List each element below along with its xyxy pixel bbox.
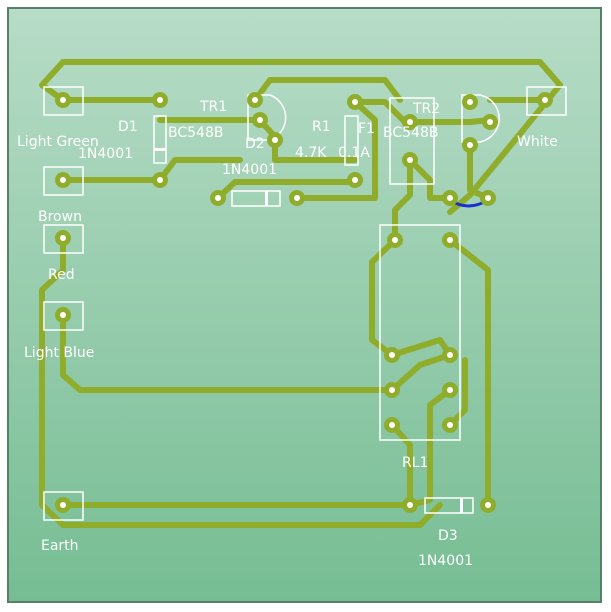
copper-traces [39, 59, 563, 528]
connector-red-outline [43, 224, 84, 254]
pad-hole [389, 352, 395, 358]
trace-relay-top [447, 237, 491, 508]
d2-band [265, 191, 268, 206]
label-d1-ref: D1 [118, 119, 138, 135]
pad-hole [407, 502, 413, 508]
label-light-blue: Light Blue [24, 345, 94, 361]
label-rl1-ref: RL1 [402, 455, 428, 471]
pad-hole [272, 137, 278, 143]
trace-tr2-collector [407, 157, 453, 201]
trace-tr1-mid [257, 117, 358, 163]
label-r1-value: 4.7K [295, 145, 327, 161]
label-tr1-value: BC548B [168, 125, 223, 141]
trace-relay-left [369, 237, 398, 358]
d2-outline [231, 190, 281, 207]
diode-bands [154, 148, 463, 513]
label-tr2-ref: TR2 [412, 101, 440, 117]
pad-hole [352, 99, 358, 105]
pad-hole [294, 195, 300, 201]
pad-hole [60, 502, 66, 508]
trace-red [39, 235, 66, 528]
label-d3-ref: D3 [438, 528, 458, 544]
label-red: Red [48, 267, 75, 283]
label-r1-ref: R1 [312, 119, 331, 135]
pad-hole [485, 195, 491, 201]
pad-hole [389, 422, 395, 428]
label-light-green: Light Green [17, 134, 99, 150]
rl1-outline [379, 224, 461, 441]
silkscreen-outlines [43, 86, 567, 521]
label-f1-ref: F1 [358, 121, 375, 137]
pad-hole [447, 422, 453, 428]
pad-hole [542, 97, 548, 103]
pad-hole [407, 157, 413, 163]
connector-light-blue-outline [43, 301, 84, 331]
pad-hole [60, 235, 66, 241]
label-d2-value: 1N4001 [222, 162, 277, 178]
connector-earth-outline [43, 491, 84, 521]
connector-light-green-outline [43, 86, 84, 116]
label-tr2-value: BC548B [383, 125, 438, 141]
pad-hole [60, 97, 66, 103]
pad-hole [407, 119, 413, 125]
tr2-outline [461, 94, 500, 143]
pad-hole [447, 352, 453, 358]
r1-outline [344, 115, 359, 166]
trace-relay-left-low [389, 422, 413, 508]
d3-band [460, 498, 463, 513]
trace-d2-right [294, 99, 378, 201]
trace-relay-low [407, 387, 453, 508]
label-tr1-ref: TR1 [199, 99, 227, 115]
pad-hole [447, 387, 453, 393]
pad-hole [60, 312, 66, 318]
pad-hole [487, 119, 493, 125]
label-d2-ref: D2 [245, 136, 265, 152]
trace-light-blue [60, 312, 395, 393]
trace-r1-tr2 [352, 99, 473, 125]
pad-hole [257, 117, 263, 123]
pad-hole [157, 97, 163, 103]
pads [55, 92, 553, 513]
label-d3-value: 1N4001 [418, 553, 473, 569]
pad-hole [157, 177, 163, 183]
label-d1-value: 1N4001 [78, 146, 133, 162]
label-f1-value: 0.1A [338, 145, 370, 161]
trace-earth-low [60, 502, 443, 528]
trace-relay-cross [389, 352, 453, 393]
d1-outline [153, 115, 167, 164]
pad-hole [447, 237, 453, 243]
pad-hole [467, 99, 473, 105]
pad-hole [60, 177, 66, 183]
f1-outline [389, 97, 435, 185]
pad-hole [485, 502, 491, 508]
pad-hole [392, 237, 398, 243]
label-earth: Earth [41, 538, 79, 554]
pad-hole [215, 195, 221, 201]
pad-hole [352, 177, 358, 183]
connector-white-outline [526, 86, 567, 116]
connector-brown-outline [43, 166, 84, 196]
silkscreen-labels: Light Green Brown Red Light Blue White E… [17, 99, 558, 569]
label-white: White [517, 134, 558, 150]
trace-tr1-top [252, 77, 403, 103]
trace-brown [60, 157, 243, 183]
pad-hole [252, 97, 258, 103]
pad-hole [467, 142, 473, 148]
pad-hole [447, 195, 453, 201]
trace-top-loop [39, 59, 563, 215]
label-brown: Brown [38, 209, 82, 225]
d1-band [154, 148, 166, 151]
pad-hole [389, 387, 395, 393]
d3-outline [424, 497, 474, 514]
